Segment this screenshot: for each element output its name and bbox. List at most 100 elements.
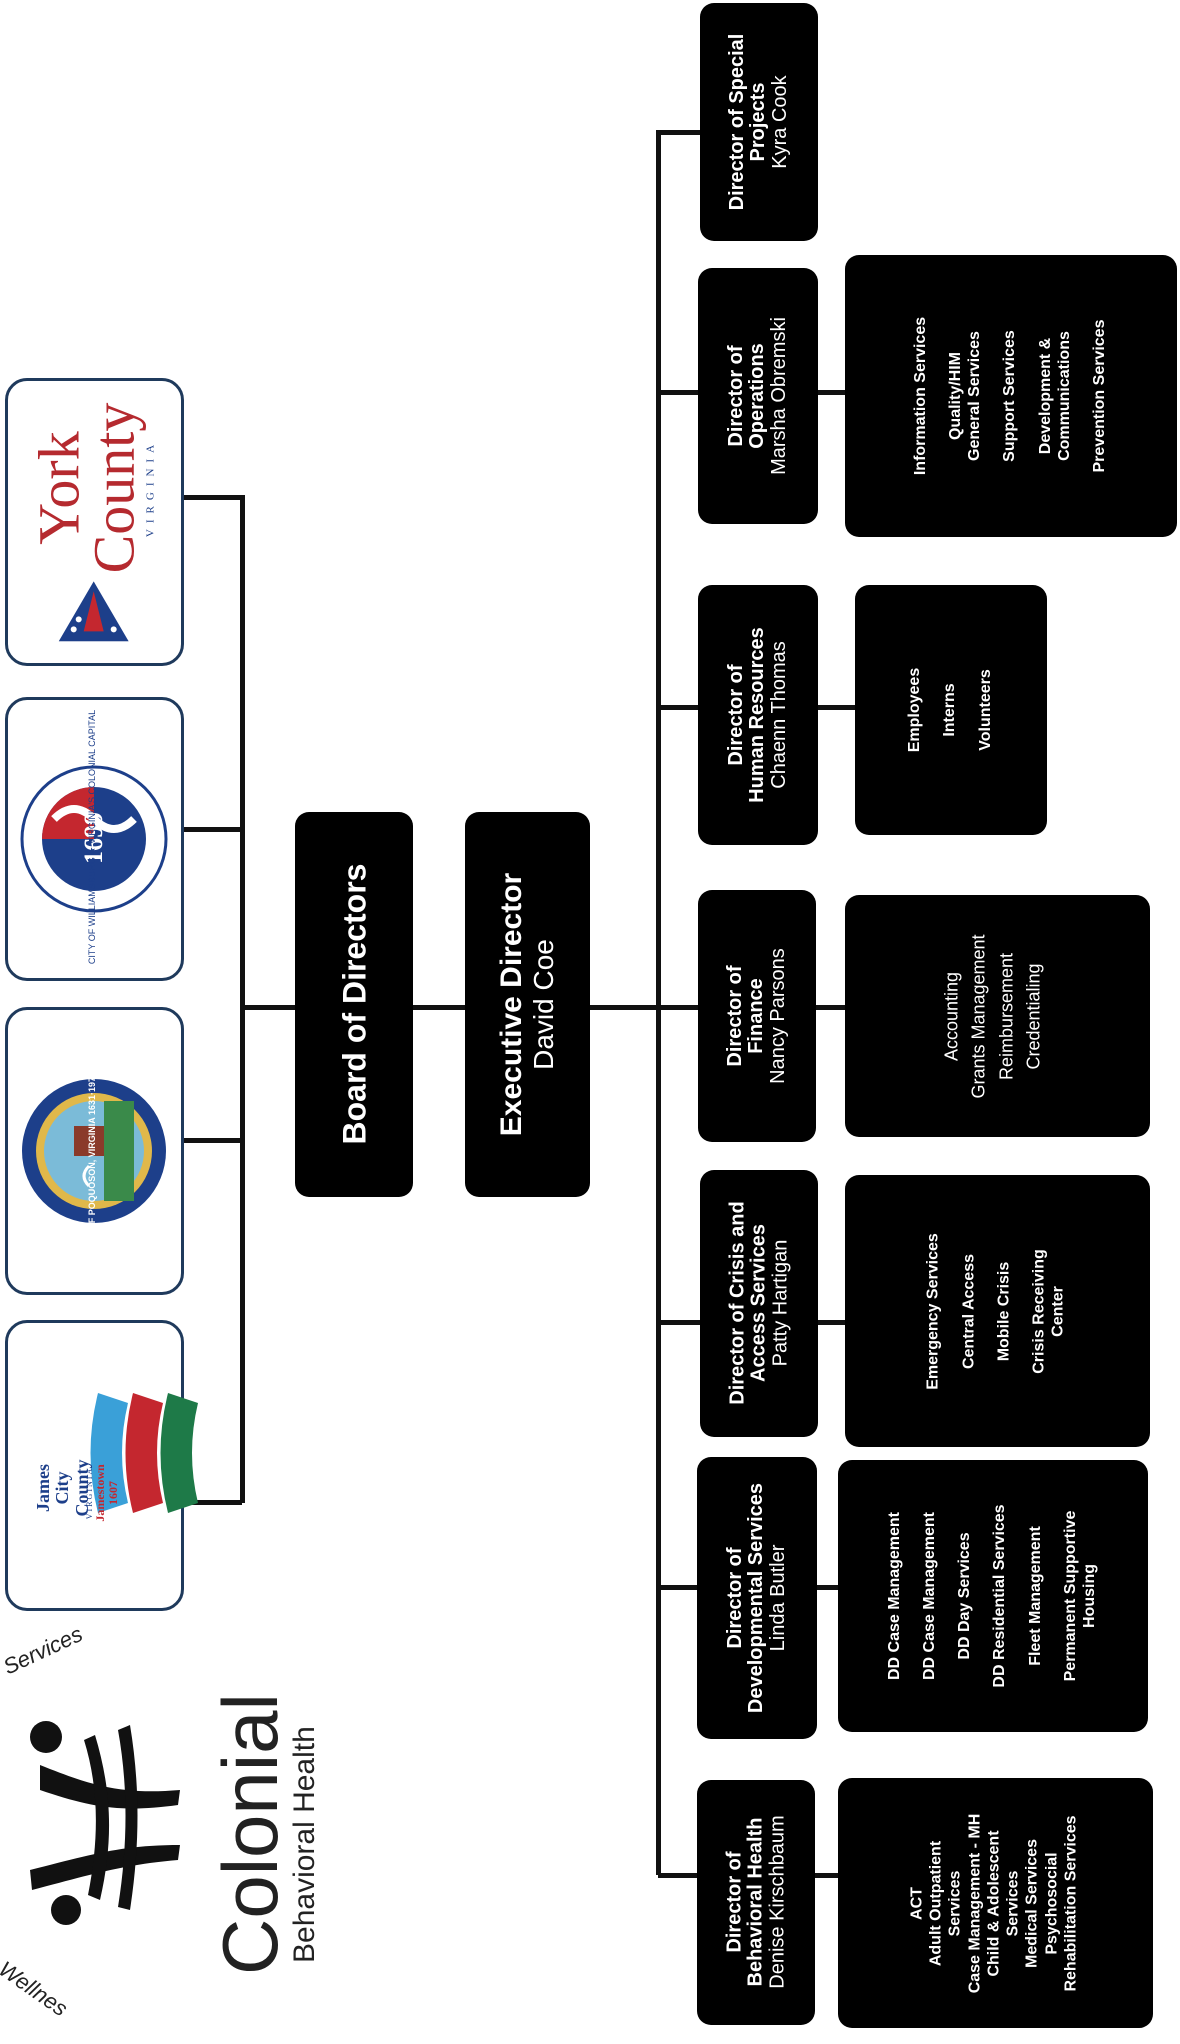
conn-developmental-sub [815,1585,840,1590]
williamsburg-seal: 1699 CITY OF WILLIAMSBURG ★ VIRGINIA'S C… [5,697,184,981]
seal-connector-poquoson [138,1138,242,1143]
special-title2: Projects [747,82,770,162]
director-developmental-box: Director of Developmental Services Linda… [697,1457,817,1739]
jcc-sails-icon [90,1393,198,1513]
developmental-item: DD Case Management [885,1511,903,1681]
developmental-title1: Director of [723,1547,746,1649]
conn-crisis-sub [815,1320,845,1325]
brand-arc-top: Services [0,1621,87,1680]
crisis-item: Center [1049,1286,1067,1337]
operations-item: Development & [1036,337,1054,455]
jcc-line1: James [32,1464,53,1512]
hr-item: Interns [941,683,959,737]
exec-connector [590,1005,660,1010]
behavioral-item: Child & Adolescent [985,1830,1003,1977]
york-county-seal: York County VIRGINIA [5,378,184,666]
operations-item: Support Services [1001,330,1019,462]
york-line3: VIRGINIA [144,438,157,538]
hr-title1: Director of [724,664,747,766]
finance-item: Credentialing [1023,963,1044,1070]
developmental-item: DD Residential Services [991,1504,1009,1688]
director-special-projects-box: Director of Special Projects Kyra Cook [700,3,818,241]
finance-title1: Director of [723,965,746,1067]
director-finance-box: Director of Finance Nancy Parsons [698,890,816,1142]
brand-logo: Services Wellnes Colonial Behavioral Hea… [0,1621,330,2032]
brand-subtitle: Behavioral Health [288,1726,321,1963]
special-title1: Director of Special [725,33,748,211]
poquoson-seal-icon [22,1079,166,1223]
operations-name: Marsha Obremski [767,317,790,475]
brand-arc-bottom: Wellnes [0,1956,73,2022]
behavioral-name: Denise Kirschbaum [766,1815,789,1989]
seal-connector-york [138,495,242,500]
board-connector [243,1005,295,1010]
director-hr-box: Director of Human Resources Chaenn Thoma… [698,585,818,845]
behavioral-services-box: ACT Adult Outpatient Services Case Manag… [838,1778,1153,2028]
developmental-item: DD Case Management [920,1511,938,1681]
crisis-services-box: Emergency Services Central Access Mobile… [845,1175,1150,1447]
operations-title1: Director of [724,345,747,447]
hr-item: Volunteers [976,669,994,751]
hr-services-box: Employees Interns Volunteers [855,585,1047,835]
conn-finance [658,1005,698,1010]
conn-operations-sub [815,390,845,395]
crisis-item: Mobile Crisis [995,1261,1013,1362]
conn-special [658,130,703,135]
director-crisis-box: Director of Crisis and Access Services P… [700,1170,818,1437]
board-of-directors-box: Board of Directors [295,812,413,1197]
operations-services-box: Information Services Quality/HIM General… [845,255,1177,537]
seal-spine [240,495,245,1503]
brand-name: Colonial [206,1693,294,1975]
operations-item: Prevention Services [1091,319,1109,473]
behavioral-title1: Director of [723,1851,746,1953]
finance-item: Grants Management [968,934,989,1099]
finance-title2: Finance [745,978,768,1054]
director-behavioral-box: Director of Behavioral Health Denise Kir… [697,1780,815,2025]
behavioral-item: Rehabilitation Services [1062,1815,1080,1992]
finance-services-box: Accounting Grants Management Reimburseme… [845,895,1150,1137]
operations-title2: Operations [746,343,769,449]
developmental-item: Housing [1081,1564,1099,1628]
developmental-item: DD Day Services [956,1532,974,1660]
crisis-title1: Director of Crisis and [726,1201,749,1405]
york-line1: York [26,431,92,545]
developmental-name: Linda Butler [766,1544,789,1652]
board-title: Board of Directors [336,863,373,1145]
finance-name: Nancy Parsons [766,948,789,1084]
conn-operations [658,390,703,395]
poquoson-ring: CITY OF POQUOSON, VIRGINIA 1631·1975·195… [87,1048,98,1254]
behavioral-item: ACT [908,1887,926,1920]
behavioral-item: Psychosocial [1043,1852,1061,1955]
hr-item: Employees [906,667,924,753]
developmental-title2: Developmental Services [745,1482,768,1714]
director-operations-box: Director of Operations Marsha Obremski [698,268,818,524]
colonial-figure-icon [30,1721,180,1925]
hr-name: Chaenn Thomas [767,641,790,789]
james-city-county-seal: James City County VIRGINIA Jamestown 160… [5,1320,198,1611]
jcc-line6: 1607 [106,1481,121,1505]
operations-item: Communications [1055,331,1073,461]
executive-title: Executive Director [495,872,529,1137]
behavioral-item: Case Management - MH [966,1813,984,1994]
behavioral-item: Services [1004,1870,1022,1937]
conn-hr-sub [815,705,855,710]
crisis-item: Crisis Receiving [1030,1249,1048,1374]
jcc-line2: City [52,1471,73,1505]
special-name: Kyra Cook [768,75,791,169]
seal-connector-williamsburg [138,827,242,832]
behavioral-item: Medical Services [1023,1839,1041,1968]
york-flag-icon [59,581,129,642]
crisis-name: Patty Hartigan [769,1239,792,1367]
conn-hr [658,705,703,710]
crisis-item: Central Access [960,1253,978,1370]
hr-title2: Human Resources [746,627,769,803]
conn-behavioral [658,1873,698,1878]
operations-item: Quality/HIM [946,352,964,441]
york-line2: County [81,402,147,574]
developmental-services-box: DD Case Management DD Case Management DD… [838,1460,1148,1732]
williamsburg-ring: CITY OF WILLIAMSBURG ★ VIRGINIA'S COLONI… [87,709,98,965]
crisis-item: Emergency Services [924,1233,942,1390]
conn-behavioral-sub [815,1873,840,1878]
crisis-title2: Access Services [747,1224,770,1382]
behavioral-item: Services [946,1870,964,1937]
